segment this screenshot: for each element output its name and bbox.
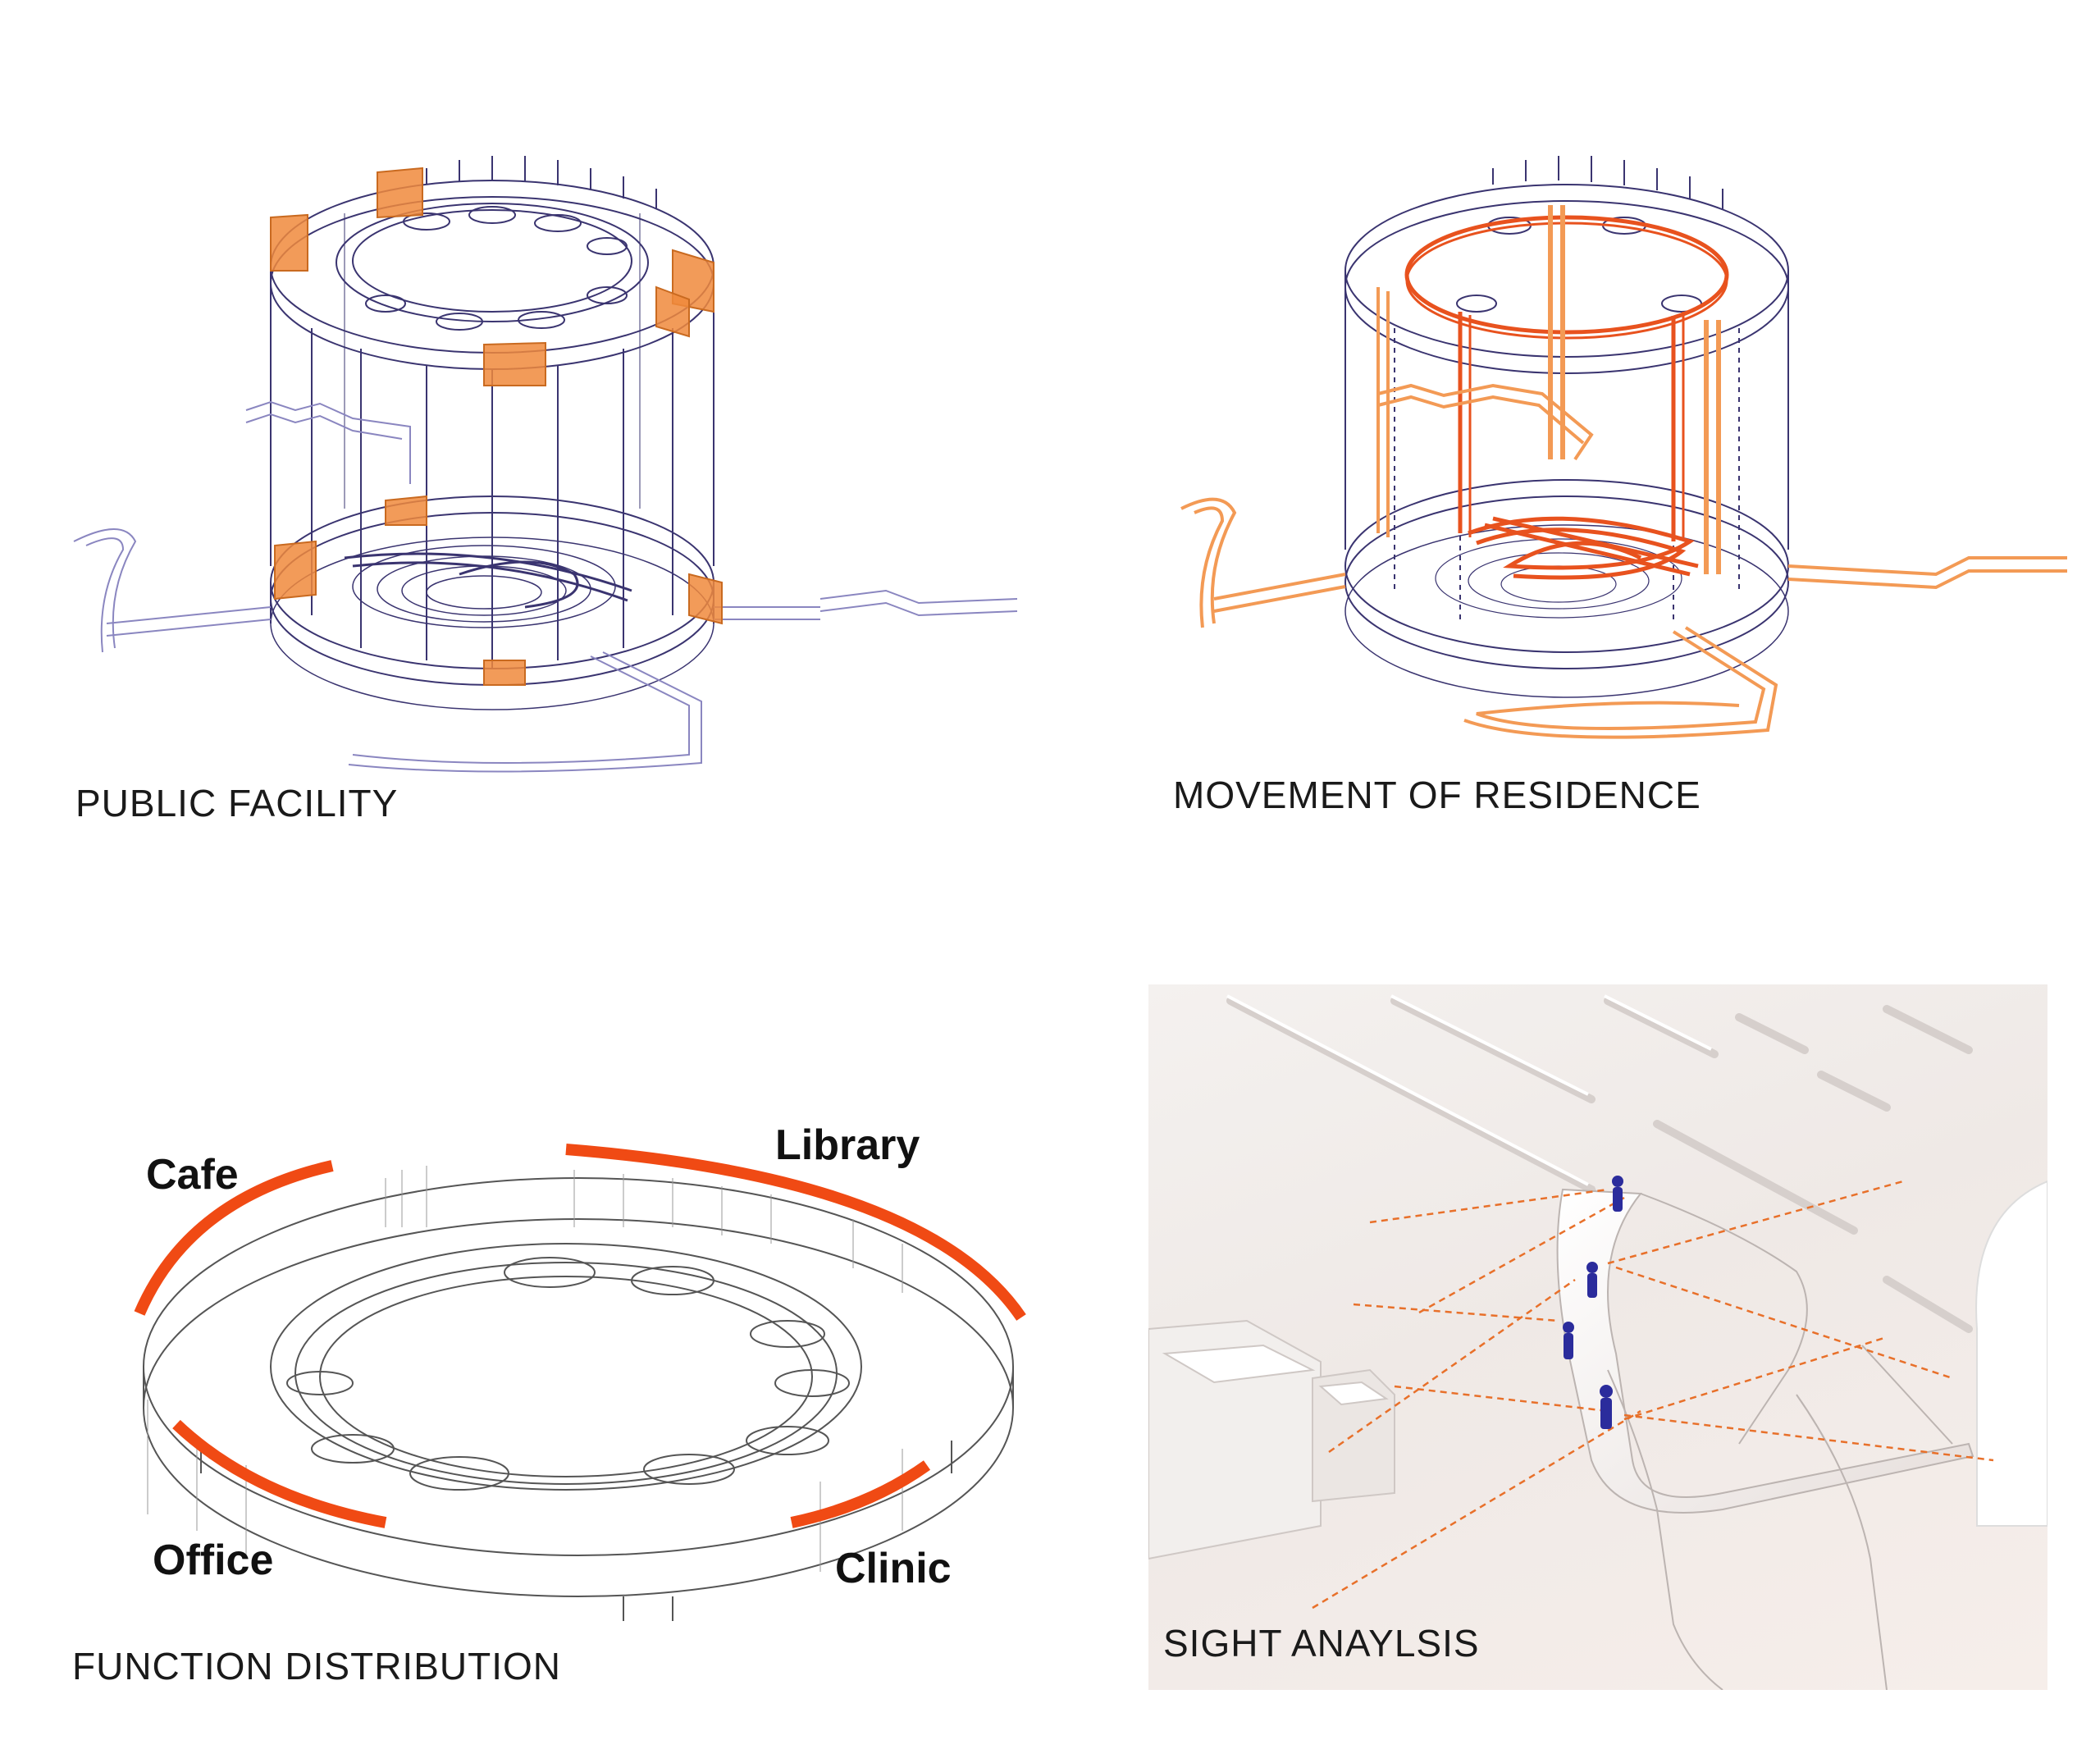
panel-public-facility: PUBLIC FACILITY	[0, 0, 1050, 874]
label-library: Library	[775, 1121, 920, 1169]
function-distribution-diagram	[134, 1144, 1026, 1621]
panel-sight-analysis: SIGHT ANAYLSIS	[1148, 984, 2048, 1690]
sight-analysis-render	[1148, 994, 2048, 1690]
panel-movement-of-residence: MOVEMENT OF RESIDENCE	[1050, 0, 2100, 874]
caption-function-distribution: FUNCTION DISTRIBUTION	[72, 1645, 561, 1687]
caption-movement-of-residence: MOVEMENT OF RESIDENCE	[1173, 774, 1701, 816]
label-clinic: Clinic	[835, 1545, 952, 1592]
label-office: Office	[153, 1537, 274, 1584]
caption-sight-analysis: SIGHT ANAYLSIS	[1163, 1622, 1480, 1665]
public-facility-diagram	[73, 156, 1018, 773]
movement-diagram	[1180, 156, 2067, 739]
caption-public-facility: PUBLIC FACILITY	[75, 782, 399, 824]
panel-function-distribution: Cafe Library Office Clinic FUNCTION DIST…	[0, 874, 1050, 1749]
label-cafe: Cafe	[146, 1151, 239, 1199]
